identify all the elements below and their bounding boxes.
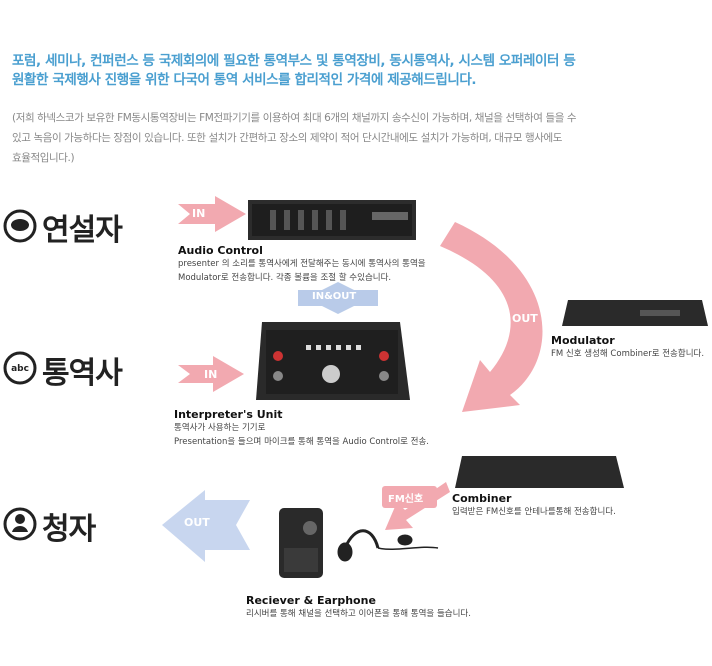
fm-label: FM신호 [388, 494, 424, 505]
speaker-role-icon [3, 209, 37, 243]
receiver-caption: Reciever & Earphone 리시버를 통해 채널을 선택하고 이어폰… [246, 594, 471, 621]
receiver-title: Reciever & Earphone [246, 594, 376, 607]
interpreter-unit-caption: Interpreter's Unit 통역사가 사용하는 기기로 Present… [174, 408, 429, 449]
in-arrow-2 [178, 356, 244, 392]
in-label-2: IN [204, 368, 218, 381]
inout-band [298, 290, 378, 306]
receiver-desc-1: 리시버를 통해 채널을 선택하고 이어폰을 통해 통역을 들습니다. [246, 609, 471, 619]
audio-control-device [248, 200, 416, 240]
out-label-left: OUT [184, 516, 210, 529]
modulator-desc-1: FM 신호 생성해 Combiner로 전송합니다. [551, 349, 705, 359]
listener-role-icon [3, 507, 37, 541]
interpreter-unit-desc-2: Presentation을 들으며 마이크를 통해 통역을 Audio Cont… [174, 437, 430, 447]
role-listener: 청자 [42, 512, 96, 547]
headline-line-2: 원활한 국제행사 진행을 위한 다국어 통역 서비스를 합리적인 가격에 제공해… [12, 72, 477, 88]
combiner-desc-1: 입력받은 FM신호를 안테나를통해 전송합니다. [452, 507, 616, 517]
modulator-caption: Modulator FM 신호 생성해 Combiner로 전송합니다. [551, 334, 704, 361]
out-label-right: OUT [512, 312, 538, 325]
interpreter-unit-desc-1: 통역사가 사용하는 기기로 [174, 423, 266, 433]
combiner-caption: Combiner 입력받은 FM신호를 안테나를통해 전송합니다. [452, 492, 616, 519]
audio-control-caption: Audio Control presenter 의 소리를 통역사에게 전달해주… [178, 244, 426, 285]
modulator-device [562, 300, 708, 326]
intro-paragraph: (저희 하넥스코가 보유한 FM동시통역장비는 FM전파기기를 이용하여 최대 … [12, 108, 704, 168]
interpreter-unit-title: Interpreter's Unit [174, 408, 283, 421]
out-curve-arrow [440, 222, 543, 412]
fm-band [382, 486, 437, 508]
audio-control-desc-2: Modulator로 전송합니다. 각종 볼륨을 조절 할 수있습니다. [178, 273, 392, 283]
headline: 포럼, 세미나, 컨퍼런스 등 국제회의에 필요한 통역부스 및 통역장비, 동… [12, 52, 702, 90]
role-interpreter: 통역사 [42, 356, 123, 391]
headline-line-1: 포럼, 세미나, 컨퍼런스 등 국제회의에 필요한 통역부스 및 통역장비, 동… [12, 53, 576, 69]
role-speaker: 연설자 [42, 213, 123, 248]
earphone-device [337, 529, 439, 562]
in-arrow-1 [178, 196, 246, 232]
audio-control-desc-1: presenter 의 소리를 통역사에게 전달해주는 동시에 통역사의 통역을 [178, 259, 426, 269]
inout-label: IN&OUT [312, 291, 357, 302]
interpreter-role-icon: abc [3, 351, 37, 385]
interpreter-unit-device [256, 322, 410, 400]
in-label-1: IN [192, 207, 206, 220]
interpreter-icon-label: abc [11, 364, 29, 374]
intro-line-3: 효율적입니다.) [12, 152, 75, 164]
receiver-device [279, 508, 323, 578]
audio-control-title: Audio Control [178, 244, 263, 257]
intro-line-1: (저희 하넥스코가 보유한 FM동시통역장비는 FM전파기기를 이용하여 최대 … [12, 112, 577, 124]
modulator-title: Modulator [551, 334, 615, 347]
intro-line-2: 있고 녹음이 가능하다는 장점이 있습니다. 또한 설치가 간편하고 장소의 제… [12, 132, 562, 144]
combiner-title: Combiner [452, 492, 512, 505]
out-left-arrow [162, 490, 250, 562]
combiner-device [455, 456, 624, 488]
